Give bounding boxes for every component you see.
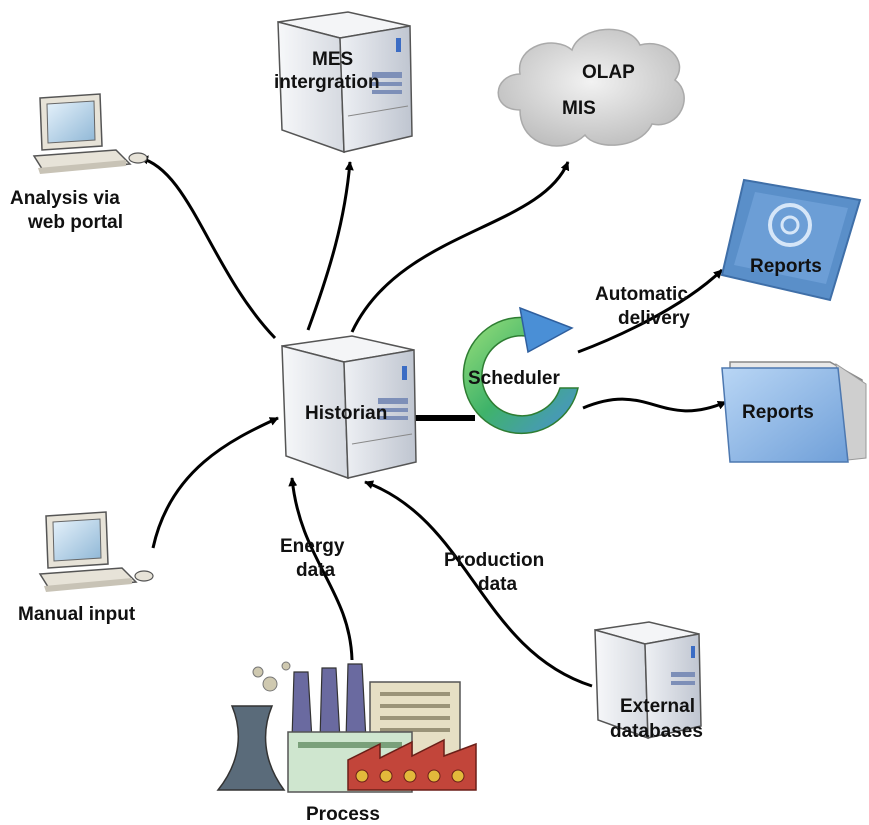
production-data-label-line-2: data bbox=[478, 574, 518, 595]
mes-label-line-1: MES bbox=[312, 49, 353, 70]
external-db-server bbox=[594, 621, 702, 740]
mes-server bbox=[277, 11, 413, 154]
reports-delivered bbox=[720, 178, 862, 302]
production-data-label-line-1: Production bbox=[444, 550, 544, 571]
historian-label: Historian bbox=[305, 403, 387, 424]
cloud-icon bbox=[497, 28, 685, 147]
mis-label: MIS bbox=[562, 98, 596, 119]
historian-server bbox=[281, 335, 417, 480]
reports-folder-label: Reports bbox=[742, 402, 814, 423]
external-db-label-line-1: External bbox=[620, 696, 695, 717]
manual-input-computer bbox=[38, 511, 154, 592]
arrow-scheduler-to-reports-folder bbox=[582, 397, 727, 413]
cooling-tower-icon bbox=[216, 705, 286, 791]
reports-folder bbox=[721, 361, 867, 463]
arrow-historian-to-mes bbox=[306, 161, 354, 331]
process-label: Process bbox=[306, 804, 380, 825]
arrow-historian-to-olap bbox=[350, 161, 570, 333]
computer-icon bbox=[52, 518, 102, 562]
automatic-delivery-label-line-1: Automatic bbox=[595, 284, 688, 305]
automatic-delivery-label-line-2: delivery bbox=[618, 308, 690, 329]
olap-label: OLAP bbox=[582, 62, 635, 83]
mes-label-line-2: intergration bbox=[274, 72, 380, 93]
scheduler-label: Scheduler bbox=[468, 368, 560, 389]
arrow-manual-input-to-historian bbox=[151, 416, 279, 549]
computer-icon bbox=[46, 100, 96, 144]
scheduler bbox=[462, 306, 579, 435]
refresh-icon bbox=[462, 316, 579, 435]
energy-data-label-line-2: data bbox=[296, 560, 336, 581]
manual-input-label: Manual input bbox=[18, 604, 136, 625]
arrow-historian-to-web-portal bbox=[139, 155, 277, 340]
arrow-external-db-to-historian bbox=[364, 480, 593, 688]
arrow-process-to-historian bbox=[288, 477, 354, 661]
web-portal-computer bbox=[32, 93, 148, 174]
olap-mis-cloud bbox=[497, 28, 685, 147]
external-db-label-line-2: databases bbox=[610, 721, 703, 742]
reports-delivered-label: Reports bbox=[750, 256, 822, 277]
energy-data-label-line-1: Energy bbox=[280, 536, 345, 557]
process-factory bbox=[216, 661, 477, 793]
labels: MES intergration OLAP MIS Analysis via w… bbox=[10, 49, 822, 825]
web-portal-label-line-2: web portal bbox=[27, 212, 123, 233]
web-portal-label-line-1: Analysis via bbox=[10, 188, 120, 209]
folder-icon bbox=[721, 367, 849, 463]
arrow-scheduler-to-reports-delivered bbox=[577, 268, 724, 354]
connectors bbox=[139, 155, 727, 688]
